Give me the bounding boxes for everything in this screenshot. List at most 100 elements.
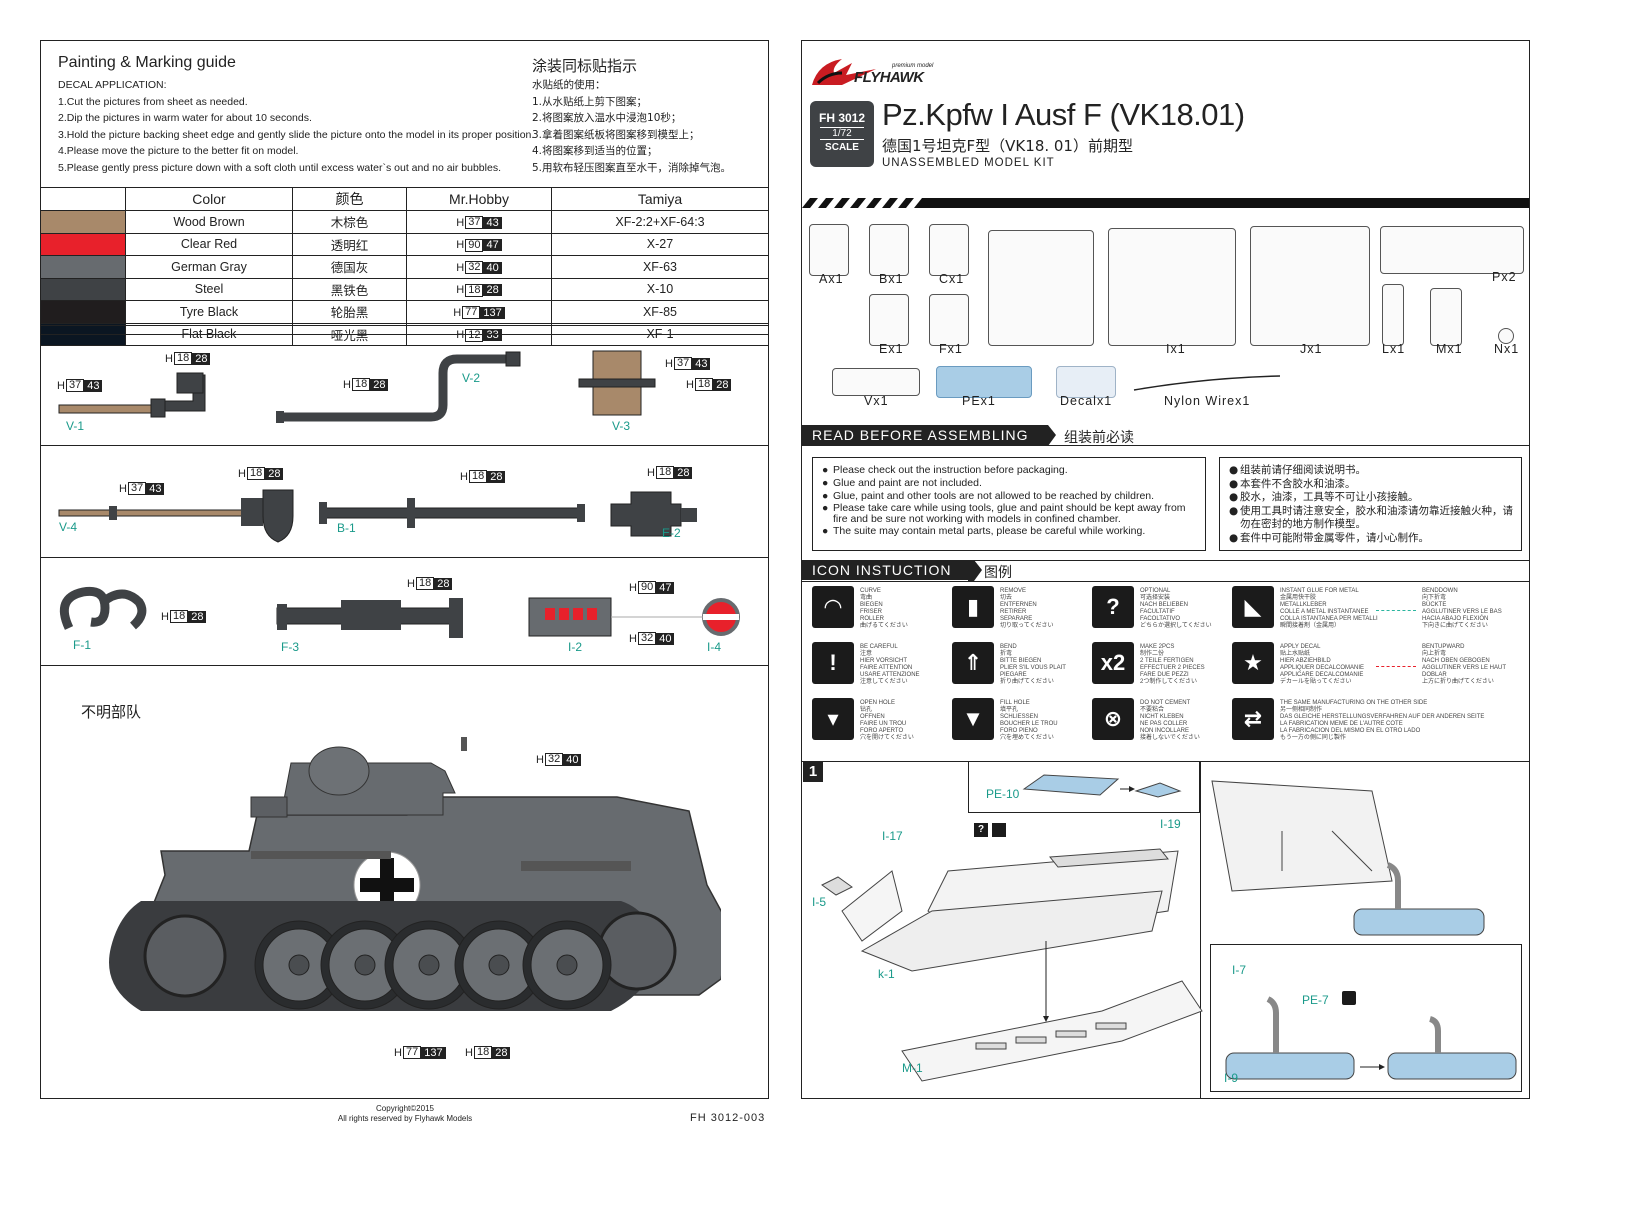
instant-glue-icon: ◣ (1232, 586, 1274, 628)
tamiya-code: X-10 (551, 278, 768, 301)
decal-step-cn: 2.将图案放入温水中浸泡10秒； (532, 112, 682, 124)
bend-label: BEND 折弯 BITTE BIEGEN PLIER S'IL VOUS PLA… (1000, 644, 1066, 685)
no-cement-icon: ⊗ (1092, 698, 1134, 740)
sprue-label: Decalx1 (1060, 394, 1113, 408)
col-header-mrhobby: Mr.Hobby (406, 187, 552, 211)
notes-en-box: ●Please check out the instruction before… (812, 457, 1206, 551)
assembly-drawing (821, 774, 1517, 1082)
sprue-label: Lx1 (1382, 342, 1406, 356)
sprue-l (1382, 284, 1404, 346)
step-part-i19: I-19 (1160, 817, 1181, 831)
sprue-label: Mx1 (1436, 342, 1463, 356)
part-label-v2: V-2 (462, 371, 481, 385)
color-name: Clear Red (125, 233, 293, 256)
tamiya-code: X-27 (551, 233, 768, 256)
note-item: ●The suite may contain metal parts, plea… (822, 525, 1146, 537)
sprue-e (869, 294, 909, 346)
curve-icon: ◠ (812, 586, 854, 628)
remove-label: REMOVE 切去 ENTFERNEN RETIRER SEPARARE 切り取… (1000, 588, 1054, 629)
part-label-v1: V-1 (66, 419, 85, 433)
decal-step: 5.Please gently press picture down with … (58, 161, 501, 174)
bend-icon: ⇑ (952, 642, 994, 684)
part-label-i2: I-2 (568, 640, 583, 654)
color-name-cn: 木棕色 (292, 210, 407, 234)
tamiya-code: XF-2:2+XF-64:3 (551, 210, 768, 234)
sprocket-wheel (143, 914, 227, 998)
part-label-v4: V-4 (59, 520, 78, 534)
kit-subtitle: UNASSEMBLED MODEL KIT (882, 157, 1055, 169)
kit-title: Pz.Kpfw I Ausf F (VK18.01) (882, 97, 1245, 132)
sprue-label: Nx1 (1494, 342, 1520, 356)
step-part-k1: k-1 (878, 967, 895, 981)
sprue-i (988, 230, 1094, 346)
sprue-label: Jx1 (1300, 342, 1323, 356)
optional-label: OPTIONAL 可选择安装 NACH BELIEBEN FACULTATIF … (1140, 588, 1212, 629)
note-item: ●Please take care while using tools, glu… (822, 502, 1186, 525)
apply-decal-label: APPLY DECAL 贴上水贴纸 HIER ABZIEHBILD APPLIQ… (1280, 644, 1365, 685)
sprue-label: Cx1 (939, 272, 965, 286)
sprue-i2 (1108, 228, 1236, 346)
step-part-pe7: PE-7 (1302, 993, 1329, 1007)
icon-instruction-cn: 图例 (984, 565, 1012, 581)
sprue-p (1380, 226, 1524, 274)
copyright: Copyright©2015 All rights reserved by Fl… (337, 1104, 473, 1123)
painting-guide-title-cn: 涂装同标贴指示 (532, 57, 638, 75)
read-before-bar: READ BEFORE ASSEMBLING (802, 425, 1042, 445)
sprue-f (929, 294, 969, 346)
decal-step-cn: 3.拿着图案纸板将图案移到模型上； (532, 128, 700, 141)
nylon-wire (1133, 375, 1281, 391)
no-cement-label: DO NOT CEMENT 不要粘合 NICHT KLEBEN NE PAS C… (1140, 700, 1200, 741)
parts-row-2-drawing (58, 489, 697, 543)
bend-down-line (1376, 610, 1416, 611)
kit-info-panel: FLYHAWK premium model FH 3012 1/72 SCALE… (801, 40, 1530, 1099)
color-name-cn: 透明红 (292, 233, 407, 256)
sprue-label: Ix1 (1166, 342, 1186, 356)
decal-instructions-cn: 水贴纸的使用： 1.从水贴纸上剪下图案； 2.将图案放入温水中浸泡10秒； 3.… (532, 77, 767, 176)
step-part-m1: M-1 (902, 1061, 923, 1075)
sprue-m (1430, 288, 1462, 346)
sprue-n (1498, 328, 1514, 344)
brand-name: FLYHAWK (854, 69, 924, 86)
fill-hole-label: FILL HOLE 填平孔 SCHLIESSEN BOUCHER LE TROU… (1000, 700, 1058, 741)
sprue-label: Fx1 (939, 342, 963, 356)
unit-label: 不明部队 (81, 703, 142, 721)
sprue-label: PEx1 (962, 394, 996, 408)
color-table-header: Color 颜色 Mr.Hobby Tamiya (41, 187, 768, 211)
fill-hole-icon: ▼ (952, 698, 994, 740)
tamiya-code: XF-85 (551, 300, 768, 324)
note-item: ●Glue and paint are not included. (822, 477, 982, 489)
sprue-v (832, 368, 920, 396)
decal-step: 1.Cut the pictures from sheet as needed. (58, 95, 248, 108)
remove-icon: ▮ (952, 586, 994, 628)
decal-step: 4.Please move the picture to the better … (58, 145, 299, 157)
same-other-side-label: THE SAME MANUFACTURING ON THE OTHER SIDE… (1280, 700, 1485, 741)
sprue-a (809, 224, 849, 276)
col-header-cn: 颜色 (292, 187, 407, 211)
same-other-side-icon: ⇄ (1232, 698, 1274, 740)
decal-step: 2.Dip the pictures in warm water for abo… (58, 112, 312, 124)
sprue-b (869, 224, 909, 276)
sprue-j (1250, 226, 1370, 346)
parts-row-3-drawing (59, 586, 740, 638)
part-label-b1: B-1 (337, 521, 356, 535)
color-name-cn: 黑铁色 (292, 278, 407, 301)
part-label-v3: V-3 (612, 419, 631, 433)
decal-step-cn: 4.将图案移到适当的位置； (532, 145, 658, 157)
color-name: Steel (125, 278, 293, 301)
col-header-color: Color (125, 187, 293, 211)
